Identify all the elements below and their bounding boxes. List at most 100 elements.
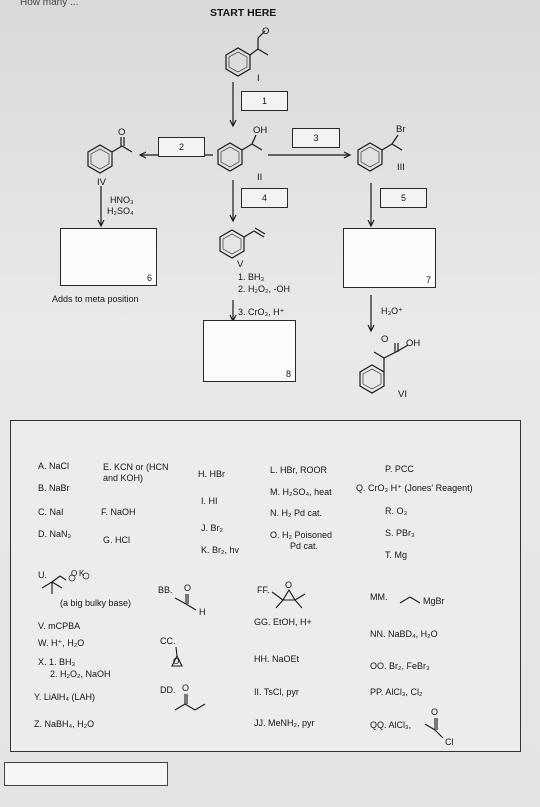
option-o-line1: O. H₂ Poisoned — [270, 530, 333, 540]
compound-ii-label: II — [257, 172, 263, 183]
compound-i-oxygen-label: O — [262, 26, 270, 37]
option-q: Q. CrO₃ H⁺ (Jones' Reagent) — [356, 483, 473, 493]
reaction-scheme-drawing — [87, 30, 409, 394]
option-gg: GG. EtOH, H+ — [254, 617, 312, 627]
option-u-tert-butoxide-structure — [41, 572, 90, 594]
option-n: N. H₂ Pd cat. — [270, 508, 323, 518]
option-bb-oxygen: O — [184, 583, 192, 593]
compound-iii-label: III — [397, 162, 405, 173]
option-mm-grignard-structure — [399, 596, 421, 604]
compound-iii-br-label: Br — [396, 124, 406, 135]
option-dd-ketone-structure — [174, 694, 206, 711]
option-p: P. PCC — [385, 464, 414, 474]
compound-vi-oxygen-label: O — [381, 334, 389, 345]
compound-ii-oh-label: OH — [253, 125, 268, 136]
compound-iv-oxygen-label: O — [118, 127, 126, 138]
option-cc: CC. — [160, 636, 176, 646]
step-5-box[interactable]: 5 — [380, 188, 427, 208]
start-here-title: START HERE — [210, 7, 277, 19]
step-2-box[interactable]: 2 — [158, 137, 205, 157]
product-box-6[interactable]: 6 — [60, 228, 157, 286]
compound-iv-structure — [87, 137, 133, 174]
option-cc-oxygen: O — [173, 657, 180, 666]
option-ff-epoxide-structure — [271, 588, 306, 609]
option-w: W. H⁺, H₂O — [38, 638, 85, 648]
option-ii: II. TsCl, pyr — [254, 687, 299, 697]
option-b: B. NaBr — [38, 483, 70, 493]
option-ff: FF. — [257, 585, 270, 595]
option-e-line2: and KOH) — [103, 473, 144, 483]
reagent-h3o: H₃O⁺ — [381, 306, 403, 316]
compound-iii-structure — [357, 134, 403, 172]
option-mm-mgbr: MgBr — [423, 596, 445, 606]
step-4-box[interactable]: 4 — [241, 188, 288, 208]
option-bb-hydrogen: H — [199, 607, 206, 617]
step-3-box[interactable]: 3 — [292, 128, 340, 148]
option-d: D. NaN₃ — [38, 529, 72, 539]
option-o-line2: Pd cat. — [290, 541, 319, 551]
cut-off-question-text: How many ... — [20, 0, 79, 8]
step-1-box[interactable]: 1 — [241, 91, 288, 111]
option-x-line2: 2. H₂O₂, NaOH — [50, 669, 111, 679]
option-i: I. HI — [201, 496, 218, 506]
option-r: R. O₃ — [385, 506, 408, 516]
reagent-h2so4: H₂SO₄ — [107, 206, 134, 216]
option-cc-epoxide-structure — [171, 646, 183, 667]
option-x-line1: X. 1. BH₃ — [38, 657, 76, 667]
option-a: A. NaCl — [38, 461, 70, 471]
option-u-potassium: K — [79, 569, 85, 578]
compound-ii-structure — [217, 134, 263, 172]
option-z: Z. NaBH₄, H₂O — [34, 719, 95, 729]
option-qq: QQ. AlCl₃, — [370, 720, 412, 730]
compound-vi-structure — [359, 343, 409, 394]
compound-v-structure — [219, 227, 266, 259]
option-dd-oxygen: O — [182, 683, 190, 693]
option-c: C. NaI — [38, 507, 64, 517]
option-m: M. H₂SO₄, heat — [270, 487, 332, 497]
reagent-h2o2: 2. H₂O₂, -OH — [238, 284, 290, 294]
option-pp: PP. AlCl₃, Cl₂ — [370, 687, 423, 697]
option-hh: HH. NaOEt — [254, 654, 300, 664]
option-v: V. mCPBA — [38, 621, 81, 631]
product-box-6-number: 6 — [146, 273, 152, 283]
option-s: S. PBr₃ — [385, 528, 415, 538]
option-jj: JJ. MeNH₂, pyr — [254, 718, 315, 728]
compound-i-label: I — [257, 73, 260, 84]
option-nn: NN. NaBD₄, H₂O — [370, 629, 438, 639]
compound-i-structure — [225, 30, 269, 77]
compound-iv-label: IV — [97, 177, 106, 188]
option-f: F. NaOH — [101, 507, 136, 517]
product-box-8[interactable]: 8 — [203, 320, 296, 382]
option-h: H. HBr — [198, 469, 225, 479]
reagent-cro3: 3. CrO₃, H⁺ — [238, 307, 285, 317]
adds-meta-note: Adds to meta position — [52, 294, 139, 304]
compound-vi-label: VI — [398, 389, 407, 400]
answer-input-box[interactable] — [4, 762, 168, 786]
option-mm: MM. — [370, 592, 388, 602]
option-qq-chlorine: Cl — [445, 737, 454, 747]
compound-v-label: V — [237, 259, 244, 270]
option-ff-oxygen: O — [285, 580, 293, 590]
option-u-note: (a big bulky base) — [60, 598, 132, 608]
option-qq-oxygen: O — [431, 707, 439, 717]
option-j: J. Br₂ — [201, 523, 223, 533]
option-e-line1: E. KCN or (HCN — [103, 462, 169, 472]
option-oo: OO. Br₂, FeBr₃ — [370, 661, 430, 671]
option-qq-acyl-chloride-structure — [424, 718, 444, 739]
product-box-7[interactable]: 7 — [343, 228, 436, 288]
option-l: L. HBr, ROOR — [270, 465, 328, 475]
option-u-oxygen: O — [71, 569, 78, 578]
product-box-7-number: 7 — [425, 275, 431, 285]
reagent-options-panel — [10, 420, 521, 752]
option-k: K. Br₂, hv — [201, 545, 240, 555]
product-box-8-number: 8 — [285, 369, 291, 379]
option-y: Y. LiAlH₄ (LAH) — [34, 692, 96, 702]
reagent-bh3: 1. BH₃ — [238, 272, 265, 282]
option-bb-aldehyde-structure — [174, 594, 197, 611]
reagent-hno3: HNO₃ — [110, 195, 134, 205]
option-g: G. HCl — [103, 535, 130, 545]
option-t: T. Mg — [385, 550, 408, 560]
option-bb: BB. — [158, 585, 173, 595]
option-u: U. — [38, 570, 47, 580]
